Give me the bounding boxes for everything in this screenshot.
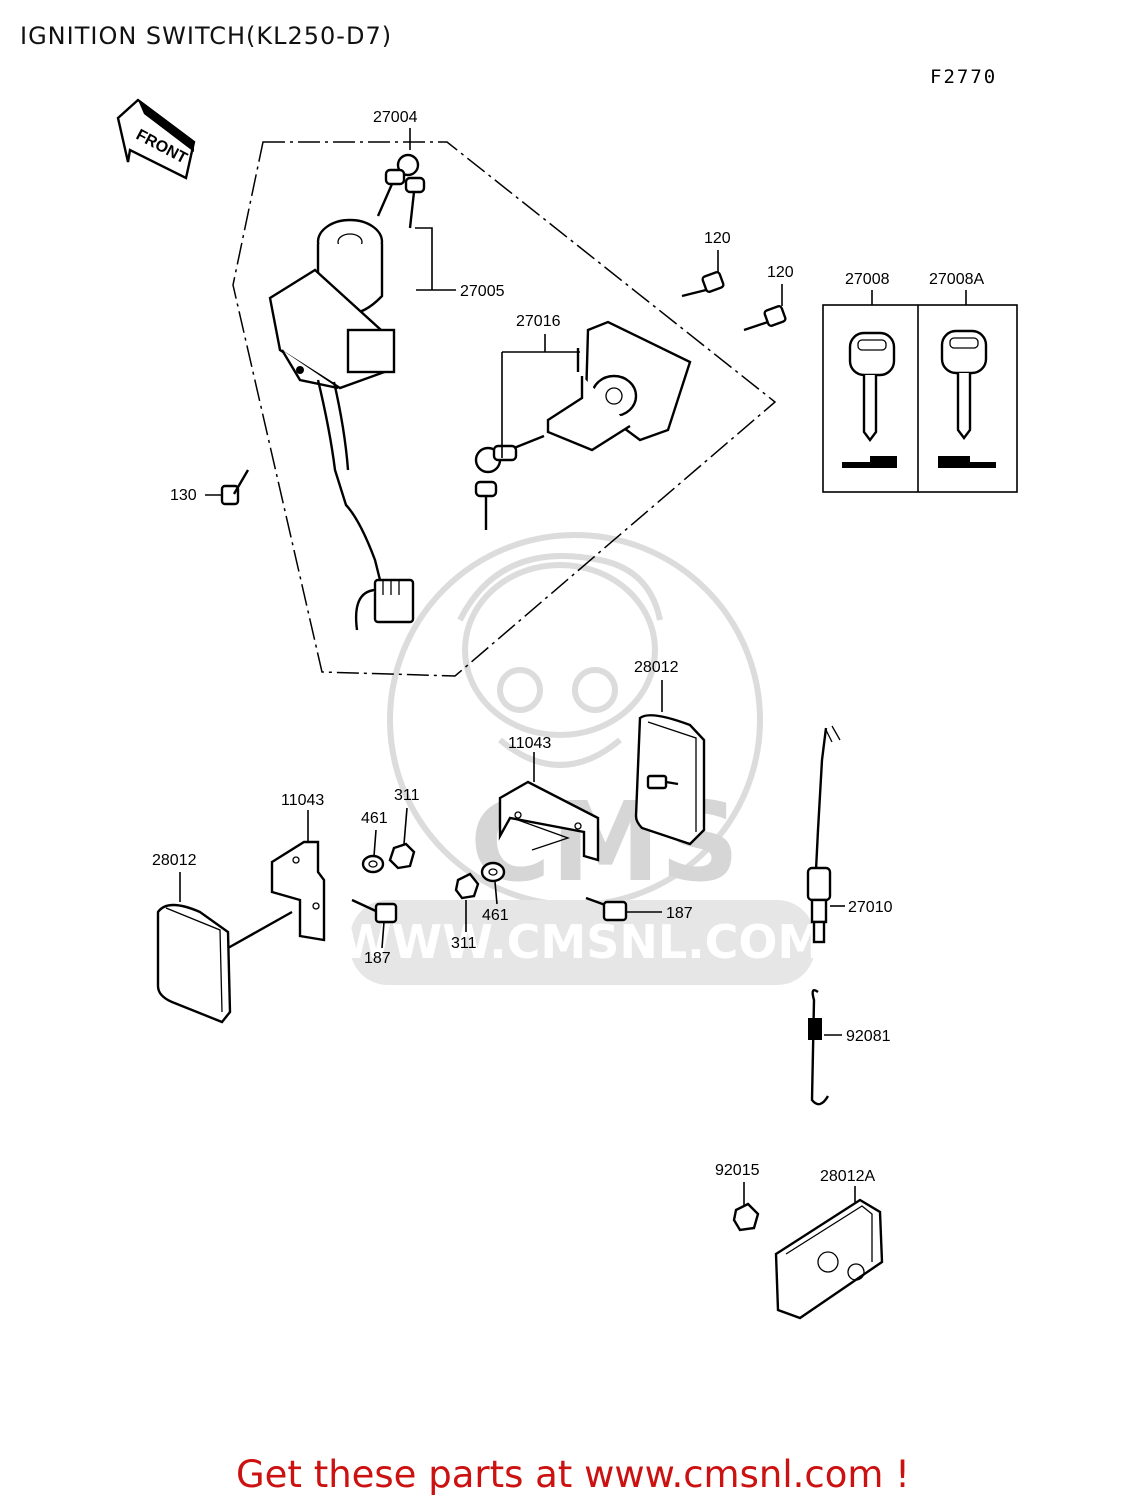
bolt-187-right xyxy=(585,896,628,922)
reflector-28012A xyxy=(774,1198,884,1320)
label-28012A: 28012A xyxy=(820,1168,875,1185)
nut-311-mid xyxy=(454,872,480,900)
bolt-187-left xyxy=(351,898,398,924)
screw-120b xyxy=(743,305,787,332)
washer-461-left xyxy=(361,854,385,874)
seat-lock-keys xyxy=(474,434,545,530)
label-187-left: 187 xyxy=(364,950,391,967)
label-27005: 27005 xyxy=(460,283,505,300)
washer-461-mid xyxy=(480,861,506,883)
label-187-right: 187 xyxy=(666,905,693,922)
label-27010: 27010 xyxy=(848,899,893,916)
spring-92081 xyxy=(808,989,830,1106)
ignition-assembly-outline xyxy=(232,141,777,677)
screw-120a xyxy=(681,271,725,298)
label-311-left: 311 xyxy=(394,787,420,804)
ignition-switch xyxy=(268,218,415,631)
key-blank-27008 xyxy=(842,331,897,468)
label-11043-right: 11043 xyxy=(508,735,551,752)
footer-link[interactable]: Get these parts at www.cmsnl.com ! xyxy=(235,1453,910,1496)
label-28012-left: 28012 xyxy=(152,852,197,869)
label-27016: 27016 xyxy=(516,313,561,330)
label-11043-left: 11043 xyxy=(281,792,324,809)
label-27008A: 27008A xyxy=(929,271,984,288)
nut-311-left xyxy=(388,842,416,870)
figure-code: F2770 xyxy=(930,66,998,88)
reflector-left xyxy=(156,903,293,1024)
label-27008: 27008 xyxy=(845,271,890,288)
label-120b: 120 xyxy=(767,264,794,281)
label-130: 130 xyxy=(170,487,197,504)
bracket-left xyxy=(270,840,326,942)
bracket-right xyxy=(498,780,600,862)
watermark-url: WWW.CMSNL.COM xyxy=(341,915,824,969)
label-311-mid: 311 xyxy=(451,935,477,952)
label-461-left: 461 xyxy=(361,810,388,827)
reflector-right xyxy=(634,714,706,846)
label-92015: 92015 xyxy=(715,1162,760,1179)
seat-lock xyxy=(546,320,692,452)
key-blank-27008A xyxy=(938,329,996,468)
ignition-keys xyxy=(376,153,426,229)
label-28012-right: 28012 xyxy=(634,659,679,676)
key-blanks-box xyxy=(822,304,1018,493)
switch-27010 xyxy=(806,725,841,944)
label-27004: 27004 xyxy=(373,109,418,126)
label-461-mid: 461 xyxy=(482,907,509,924)
front-arrow: FRONT xyxy=(116,98,196,180)
screw-130 xyxy=(220,469,250,506)
diagram-title: IGNITION SWITCH(KL250-D7) xyxy=(20,22,393,50)
nut-92015 xyxy=(732,1202,760,1232)
label-120a: 120 xyxy=(704,230,731,247)
label-92081: 92081 xyxy=(846,1028,891,1045)
leader-lines xyxy=(179,128,967,1206)
